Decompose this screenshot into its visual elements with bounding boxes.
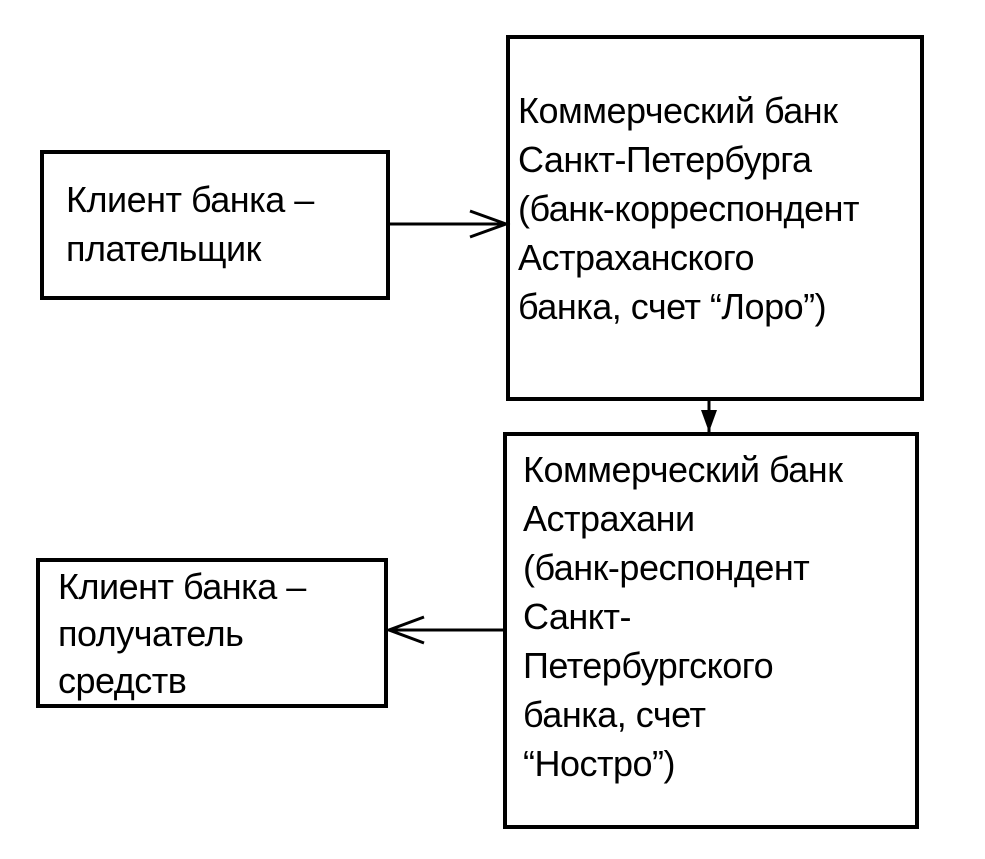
payer-node: Клиент банка – плательщик <box>40 150 390 300</box>
astrakhan-bank-node: Коммерческий банк Астрахани (банк-респон… <box>503 432 919 829</box>
payer-label: Клиент банка – плательщик <box>66 179 314 269</box>
arrow-payer-to-spb <box>390 209 511 239</box>
arrow-spb-to-astrakhan <box>701 401 717 432</box>
receiver-label: Клиент банка – получатель средств <box>58 566 306 701</box>
receiver-node: Клиент банка – получатель средств <box>36 558 388 708</box>
arrow-astrakhan-to-receiver <box>384 615 503 645</box>
astrakhan-bank-label: Коммерческий банк Астрахани (банк-респон… <box>523 449 843 784</box>
spb-bank-node: Коммерческий банк Санкт-Петербурга (банк… <box>506 35 924 401</box>
spb-bank-label: Коммерческий банк Санкт-Петербурга (банк… <box>518 90 859 327</box>
